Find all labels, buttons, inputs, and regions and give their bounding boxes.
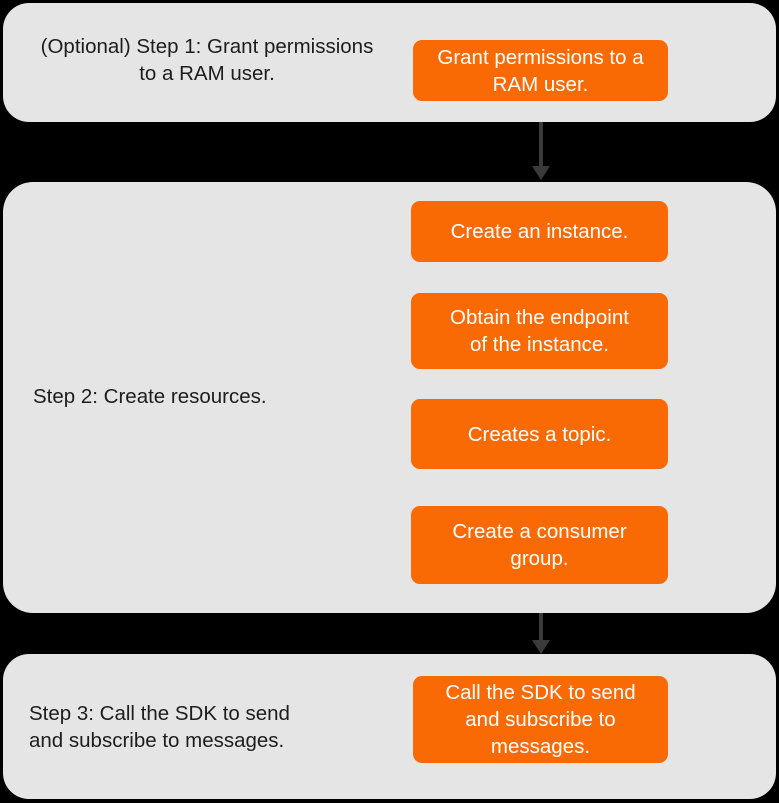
step-1-label: (Optional) Step 1: Grant permissions to … (40, 35, 374, 85)
step-2-label: Step 2: Create resources. (33, 385, 267, 408)
action-box-create-topic[interactable]: Creates a topic. (411, 399, 668, 469)
arrow-shaft (539, 122, 543, 168)
action-box-obtain-endpoint[interactable]: Obtain the endpoint of the instance. (411, 293, 668, 369)
step-3-label: Step 3: Call the SDK to send and subscri… (29, 702, 290, 752)
action-box-create-instance[interactable]: Create an instance. (411, 201, 668, 262)
connector-arrow-step1-step2 (532, 122, 550, 180)
connector-arrow-step2-step3 (532, 613, 550, 654)
action-box-call-sdk[interactable]: Call the SDK to send and subscribe to me… (413, 676, 668, 763)
action-box-grant-permissions[interactable]: Grant permissions to a RAM user. (413, 40, 668, 101)
arrow-shaft (539, 613, 543, 642)
arrow-head-down-icon (532, 166, 550, 180)
arrow-head-down-icon (532, 640, 550, 654)
action-box-create-consumer-group[interactable]: Create a consumer group. (411, 506, 668, 584)
